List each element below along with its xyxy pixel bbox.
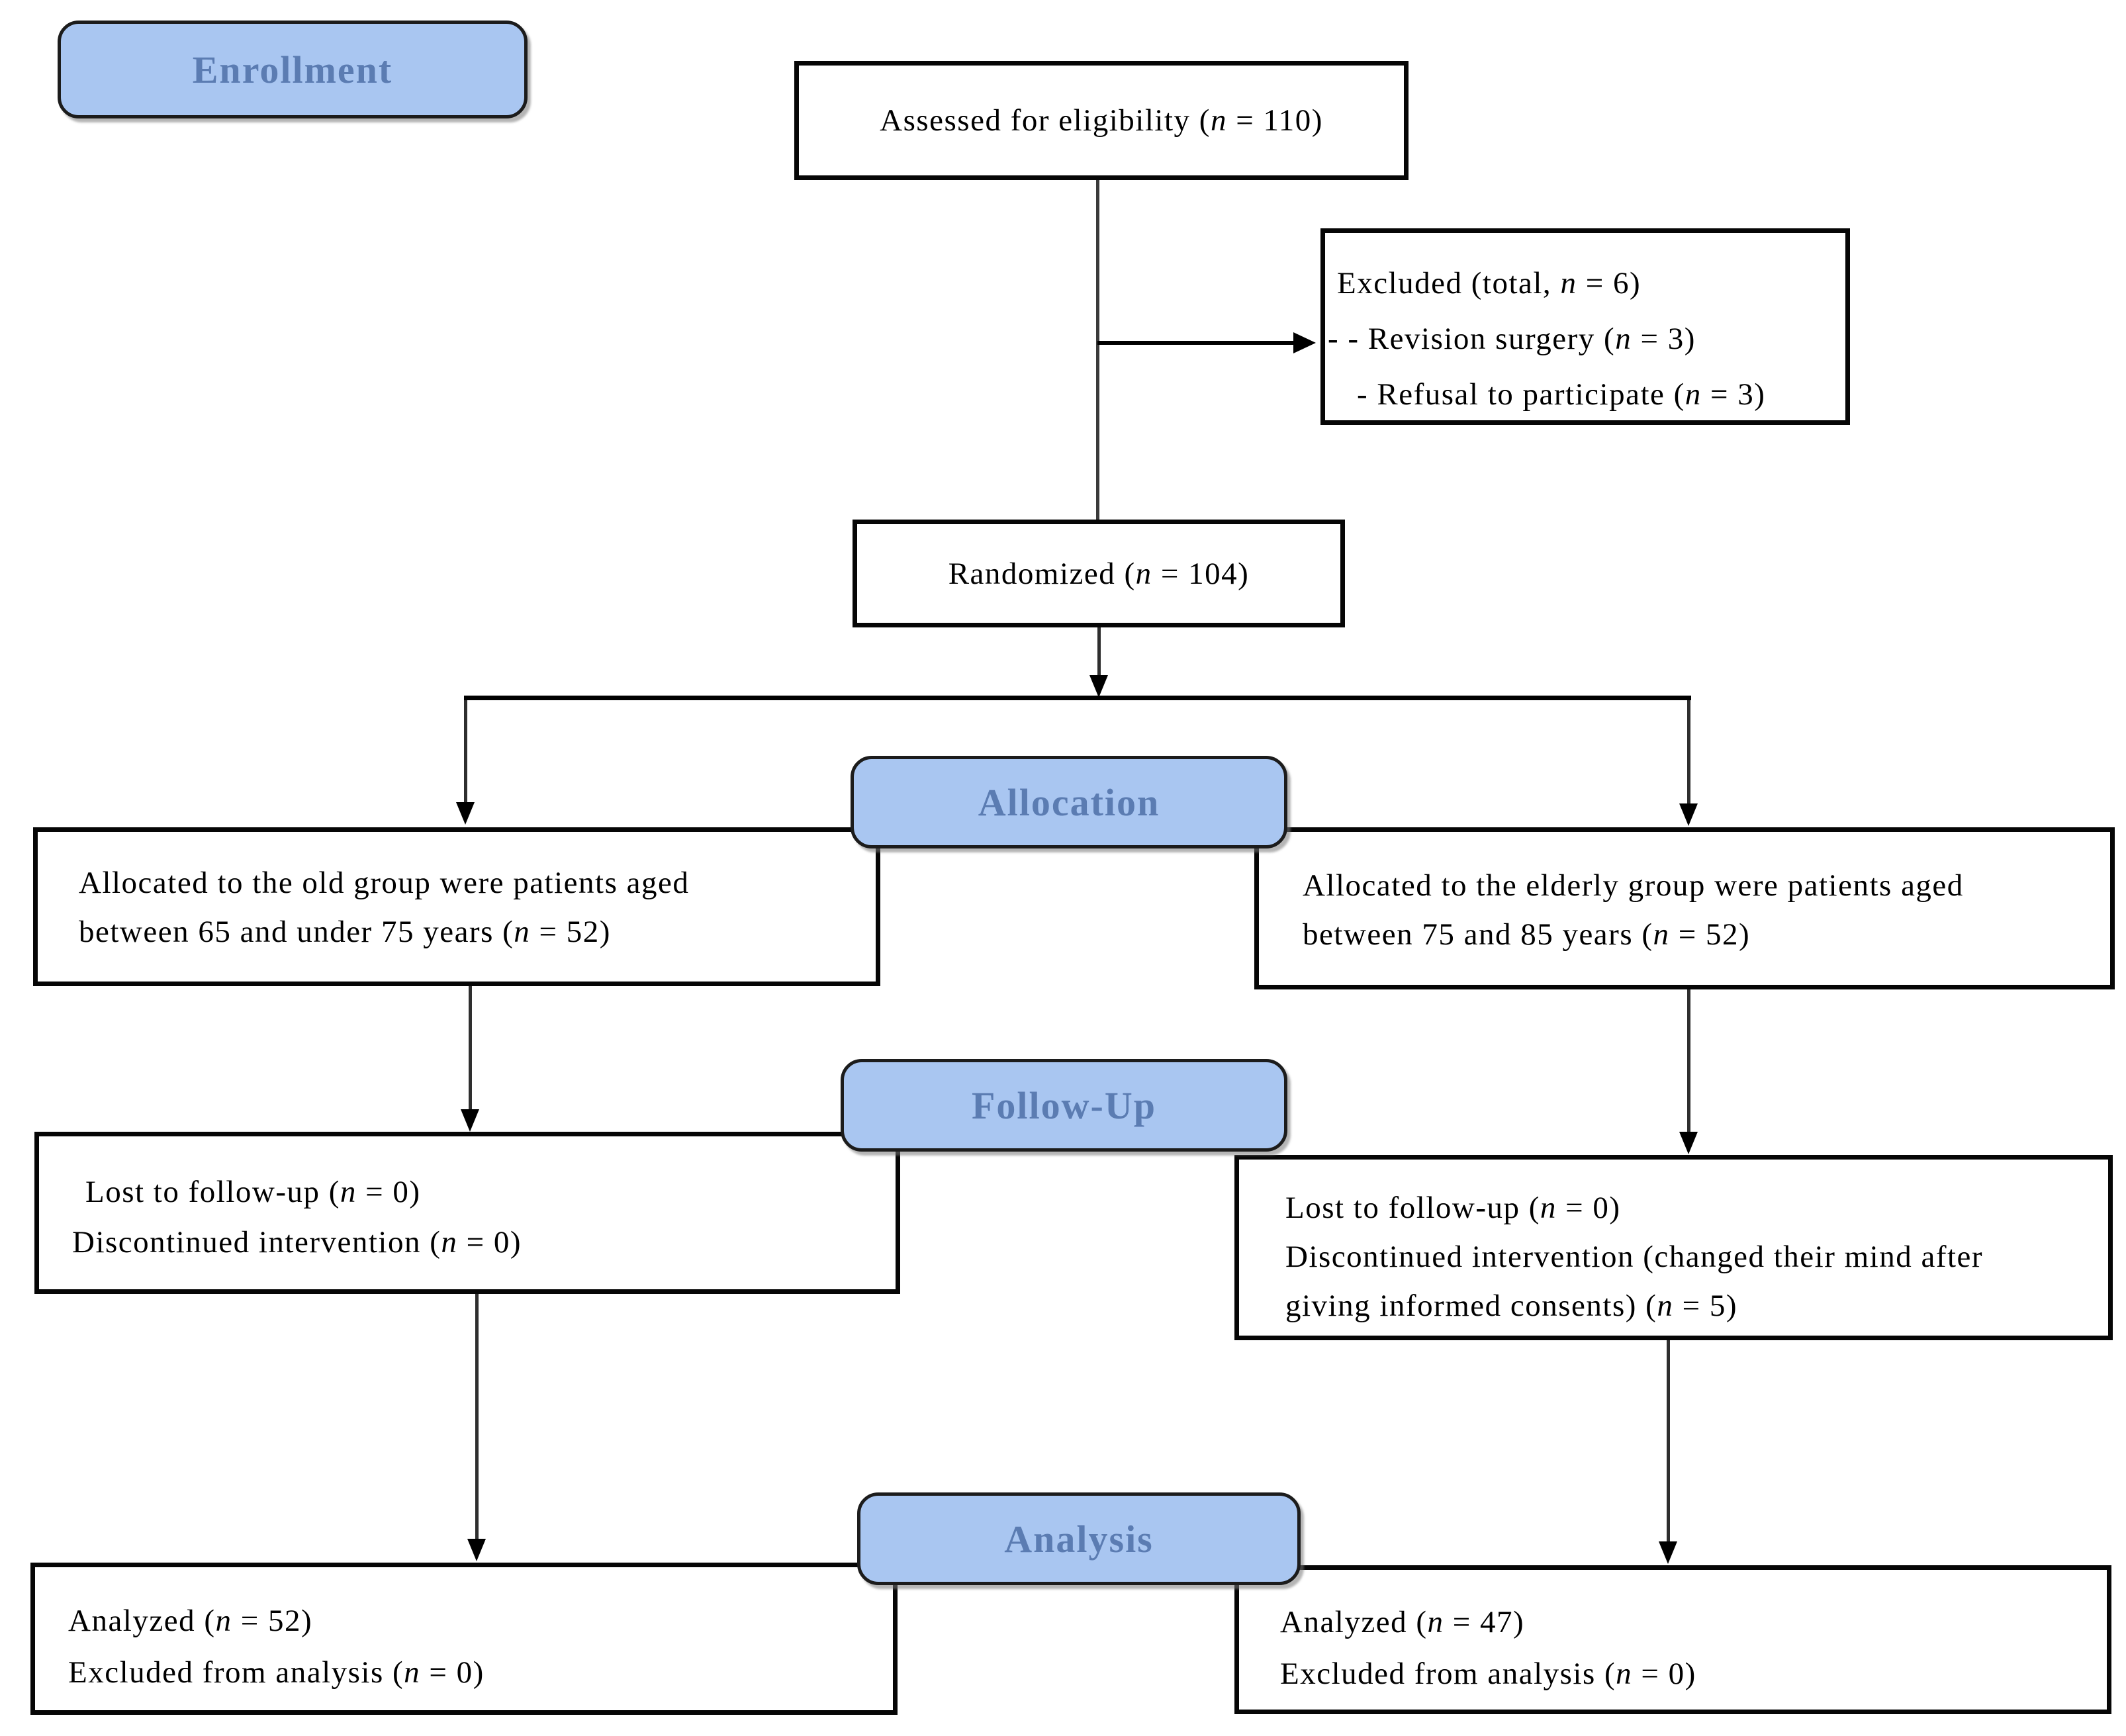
connector-branch-horizontal (464, 696, 1691, 700)
stage-label-analysis: Analysis (1004, 1517, 1154, 1561)
connector-assessed-to-randomized (1096, 179, 1099, 521)
connector-alloc-to-followup-right (1687, 989, 1690, 1133)
randomized-text: Randomized (n = 104) (948, 556, 1250, 591)
box-analysis-elderly-group: Analyzed (n = 47) Excluded from analysis… (1234, 1565, 2111, 1714)
connector-randomized-to-branch (1097, 627, 1101, 676)
arrow-down-icon (1659, 1541, 1677, 1564)
analysis-old-line-2: Excluded from analysis (n = 0) (68, 1655, 485, 1690)
arrow-down-icon (1679, 803, 1698, 826)
analysis-old-line-1: Analyzed (n = 52) (68, 1604, 313, 1638)
stage-badge-follow-up: Follow-Up (841, 1059, 1287, 1152)
allocated-old-line-1: Allocated to the old group were patients… (79, 866, 690, 900)
stage-badge-allocation: Allocation (851, 756, 1287, 848)
connector-to-excluded (1097, 341, 1296, 345)
box-followup-elderly-group: Lost to follow-up (n = 0) Discontinued i… (1234, 1155, 2113, 1340)
stage-badge-enrollment: Enrollment (58, 21, 528, 118)
followup-elderly-line-2: Discontinued intervention (changed their… (1285, 1240, 1984, 1274)
connector-alloc-to-followup-left (469, 986, 472, 1111)
connector-branch-to-alloc-left (464, 700, 467, 803)
box-allocated-elderly-group: Allocated to the elderly group were pati… (1254, 827, 2115, 989)
connector-followup-to-analysis-right (1667, 1340, 1670, 1543)
box-analysis-old-group: Analyzed (n = 52) Excluded from analysis… (30, 1563, 898, 1715)
box-excluded: Excluded (total, n = 6) - - Revision sur… (1320, 228, 1850, 425)
connector-branch-to-alloc-right (1687, 700, 1690, 805)
analysis-elderly-line-2: Excluded from analysis (n = 0) (1280, 1657, 1696, 1691)
allocated-elderly-line-1: Allocated to the elderly group were pati… (1303, 868, 1964, 903)
box-assessed-for-eligibility: Assessed for eligibility (n = 110) (794, 61, 1409, 180)
excluded-refusal-text: - Refusal to participate (n = 3) (1357, 377, 1766, 412)
box-followup-old-group: Lost to follow-up (n = 0) Discontinued i… (34, 1132, 900, 1294)
arrow-down-icon (456, 802, 475, 825)
excluded-revision-surgery-text: - - Revision surgery (n = 3) (1328, 322, 1696, 356)
allocated-old-line-2: between 65 and under 75 years (n = 52) (79, 915, 611, 949)
allocated-elderly-line-2: between 75 and 85 years (n = 52) (1303, 917, 1751, 952)
arrow-down-icon (467, 1539, 486, 1561)
arrow-right-icon (1293, 332, 1316, 353)
analysis-elderly-line-1: Analyzed (n = 47) (1280, 1605, 1525, 1639)
followup-old-line-2: Discontinued intervention (n = 0) (72, 1225, 522, 1259)
arrow-down-icon (1089, 675, 1108, 698)
arrow-down-icon (1679, 1132, 1698, 1154)
assessed-text: Assessed for eligibility (n = 110) (880, 103, 1323, 138)
arrow-down-icon (461, 1109, 479, 1132)
followup-elderly-line-1: Lost to follow-up (n = 0) (1285, 1191, 1621, 1225)
stage-label-allocation: Allocation (978, 780, 1160, 824)
stage-label-enrollment: Enrollment (192, 48, 393, 91)
excluded-total-text: Excluded (total, n = 6) (1337, 266, 1641, 300)
connector-followup-to-analysis-left (475, 1294, 479, 1540)
stage-label-follow-up: Follow-Up (972, 1083, 1156, 1127)
stage-badge-analysis: Analysis (857, 1492, 1301, 1585)
followup-elderly-line-3: giving informed consents) (n = 5) (1285, 1289, 1737, 1323)
box-randomized: Randomized (n = 104) (853, 520, 1345, 627)
box-allocated-old-group: Allocated to the old group were patients… (33, 827, 880, 986)
followup-old-line-1: Lost to follow-up (n = 0) (85, 1175, 421, 1209)
